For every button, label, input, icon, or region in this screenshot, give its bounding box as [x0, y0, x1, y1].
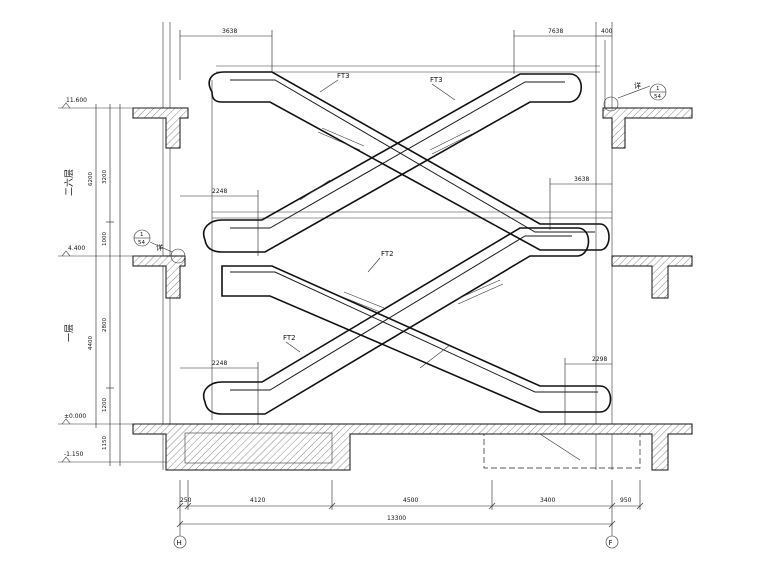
vdim-lower-a: 2800 [102, 318, 108, 332]
axis-right-label: F [609, 539, 613, 547]
top-dimensions [179, 30, 612, 424]
level-top: 11.600 [66, 97, 87, 104]
detail-callout-right [603, 83, 667, 112]
detail-callout-left [133, 229, 186, 264]
vdim-upper-b: 1000 [102, 232, 108, 246]
vdim-upper-a: 3200 [102, 170, 108, 184]
bdim-3: 4500 [403, 497, 418, 504]
slab-top-right [602, 107, 693, 149]
bdim-1: 250 [180, 497, 192, 504]
detail-right-num: 1 [656, 86, 660, 92]
detail-left-num: 1 [140, 232, 144, 238]
label-ft2-a: FT2 [381, 250, 394, 258]
escalator-ft3-up [203, 73, 583, 253]
column-lines [162, 22, 613, 470]
dim-upper-left: 2248 [212, 188, 227, 195]
label-leaders [285, 79, 456, 353]
dim-lower-right: 2298 [592, 356, 607, 363]
label-ft2-b: FT2 [283, 334, 296, 342]
bottom-dimensions [173, 480, 644, 549]
vdim-upper-total: 6200 [88, 172, 94, 186]
detail-right-word: 详 [634, 81, 641, 90]
bdim-5: 950 [620, 497, 632, 504]
dim-top-right: 7638 [548, 28, 563, 35]
vdim-pit: 1150 [102, 436, 108, 450]
detail-right-sheet: 54 [654, 94, 661, 100]
escalator-ft3-down [208, 71, 610, 251]
slab-mid-left [132, 255, 186, 299]
railings [212, 65, 612, 219]
escalator-ft2-up [203, 227, 590, 415]
escalator-ft2-down [221, 265, 612, 413]
slab-mid-right [611, 255, 693, 299]
vdim-lower-total: 4400 [88, 336, 94, 350]
vdim-lower-b: 1200 [102, 398, 108, 412]
dim-lower-left: 2248 [212, 360, 227, 367]
level-ground: ±0.000 [64, 413, 86, 420]
detail-left-sheet: 54 [138, 240, 145, 246]
dim-top-left: 3638 [222, 28, 237, 35]
bdim-2: 4120 [250, 497, 265, 504]
dim-top-right-small: 400 [601, 28, 613, 35]
vertical-dimensions [95, 104, 121, 466]
level-pit: -1.150 [64, 451, 84, 458]
bdim-total: 13300 [387, 515, 406, 522]
escalators [203, 71, 612, 415]
floor-slabs [132, 107, 693, 471]
axis-left-label: H [177, 539, 182, 547]
floor-label-lower: 一层 [64, 324, 75, 342]
detail-left-word: 详 [156, 243, 163, 252]
label-ft3-b: FT3 [430, 76, 443, 84]
floor-label-upper: 二六层 [63, 169, 75, 196]
slab-top-left [132, 107, 189, 149]
label-ft3-a: FT3 [337, 72, 350, 80]
level-markers [58, 102, 166, 463]
bdim-4: 3400 [540, 497, 555, 504]
level-mid: 4.400 [68, 245, 85, 252]
dim-upper-right: 3638 [574, 176, 589, 183]
slab-ground [132, 423, 693, 471]
